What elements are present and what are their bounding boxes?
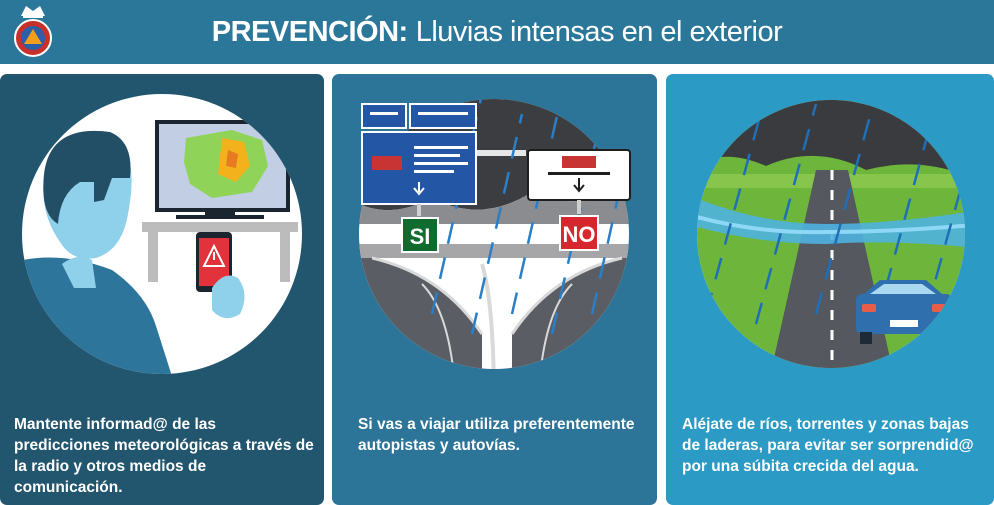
flooded-road-illustration [697,100,965,368]
civil-protection-logo-icon [14,6,52,57]
panel-1-caption: Mantente informad@ de las predicciones m… [14,416,314,496]
title-subtitle: Lluvias intensas en el exterior [415,16,783,48]
panel-2-caption: Si vas a viajar utiliza preferentemente … [358,416,635,454]
highway-signs-illustration: SI NO [359,99,631,369]
page-title: PREVENCIÓN:Lluvias intensas en el exteri… [0,12,994,52]
panel-use-highways: SI NO Si vas a viajar utiliza preferente… [332,74,657,505]
sign-yes-label: SI [410,224,431,249]
header-bar: PREVENCIÓN:Lluvias intensas en el exteri… [0,0,994,64]
sign-no-label: NO [563,222,596,247]
stay-informed-illustration [22,94,302,374]
panel-stay-informed: Mantente informad@ de las predicciones m… [0,74,324,505]
panel-3-caption: Aléjate de ríos, torrentes y zonas bajas… [682,416,974,475]
title-bold: PREVENCIÓN: [211,16,408,48]
panel-avoid-rivers: Aléjate de ríos, torrentes y zonas bajas… [666,74,994,505]
